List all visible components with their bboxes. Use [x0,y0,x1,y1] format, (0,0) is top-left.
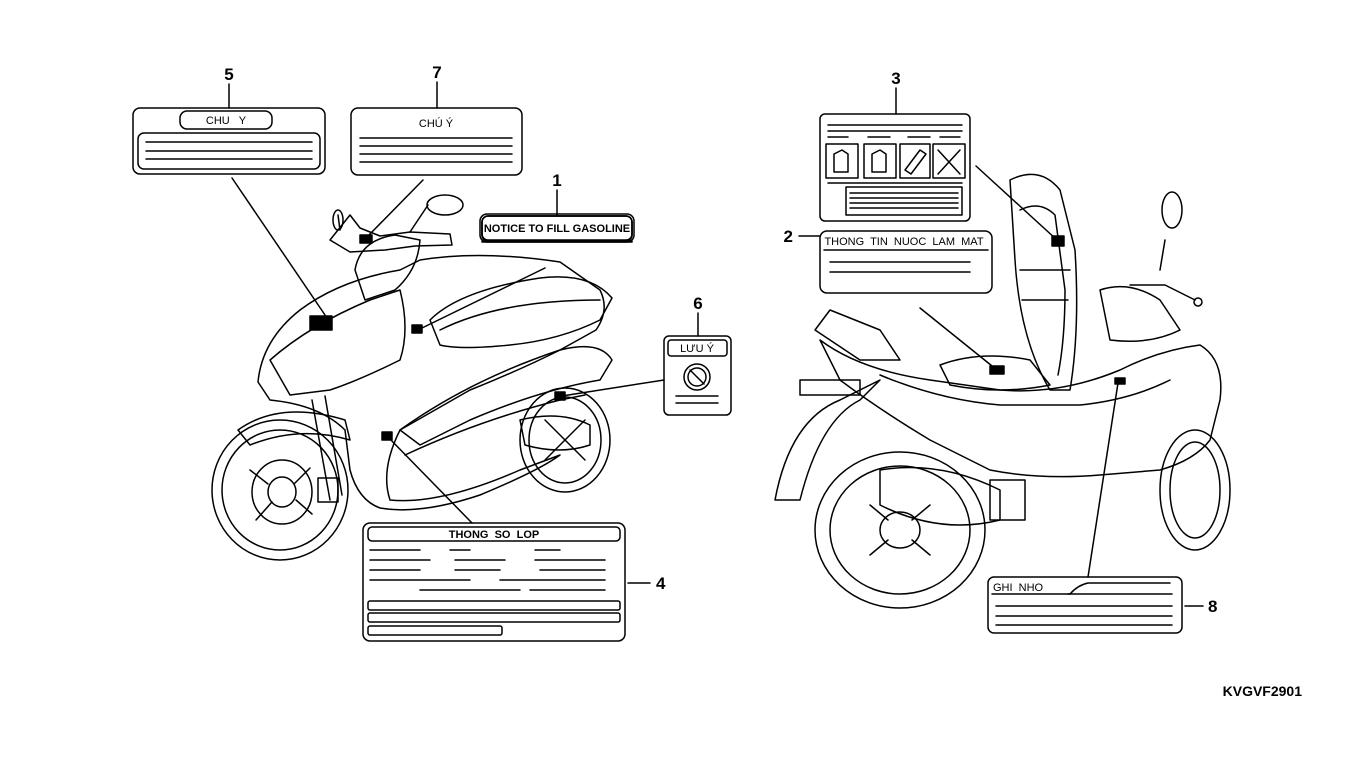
label-7-title: CHÚ Ý [419,117,454,130]
scooter-right-illustration [774,173,1231,609]
label-6-note-sticker [663,335,732,416]
label-6-title: LƯU Ý [680,342,715,355]
callout-1: 1 [552,171,561,190]
callout-2: 2 [784,227,793,246]
label-1-title: NOTICE TO FILL GASOLINE [484,223,630,235]
leader-lines [228,81,1204,607]
label-5-caution-sticker [132,107,326,175]
label-5-title: CHU Y [206,115,247,127]
callout-7: 7 [432,63,441,82]
label-3-oil-info [819,113,971,222]
label-7-caution-sticker [350,107,523,176]
callout-6: 6 [693,294,702,313]
scooter-left-illustration [211,194,613,561]
callout-3: 3 [891,69,900,88]
label-8-memo-sticker [987,576,1183,634]
callout-8: 8 [1208,597,1217,616]
label-1-gasoline-notice [479,213,635,243]
label-8-title: GHI NHO [993,582,1044,594]
diagram-code: KVGVF2901 [1223,683,1303,699]
label-4-tire-info [362,522,626,642]
callout-5: 5 [224,65,233,84]
callout-4: 4 [656,574,666,593]
label-2-title: THONG TIN NUOC LAM MAT [824,236,983,248]
label-4-title: THONG SO LOP [449,529,539,541]
label-2-coolant-info [819,230,993,294]
